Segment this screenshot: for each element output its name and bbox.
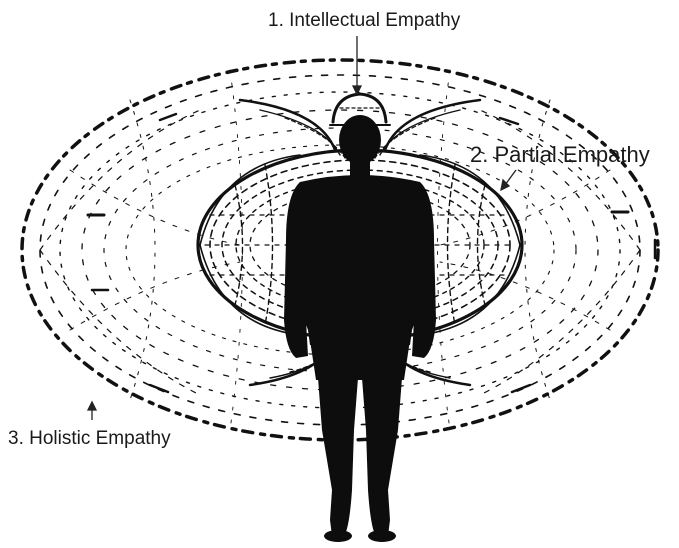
human-silhouette-icon [284, 115, 436, 542]
holistic-empathy-label: 3. Holistic Empathy [8, 428, 171, 450]
partial-empathy-label: 2. Partial Empathy [470, 142, 650, 168]
intellectual-empathy-label: 1. Intellectual Empathy [268, 10, 460, 32]
